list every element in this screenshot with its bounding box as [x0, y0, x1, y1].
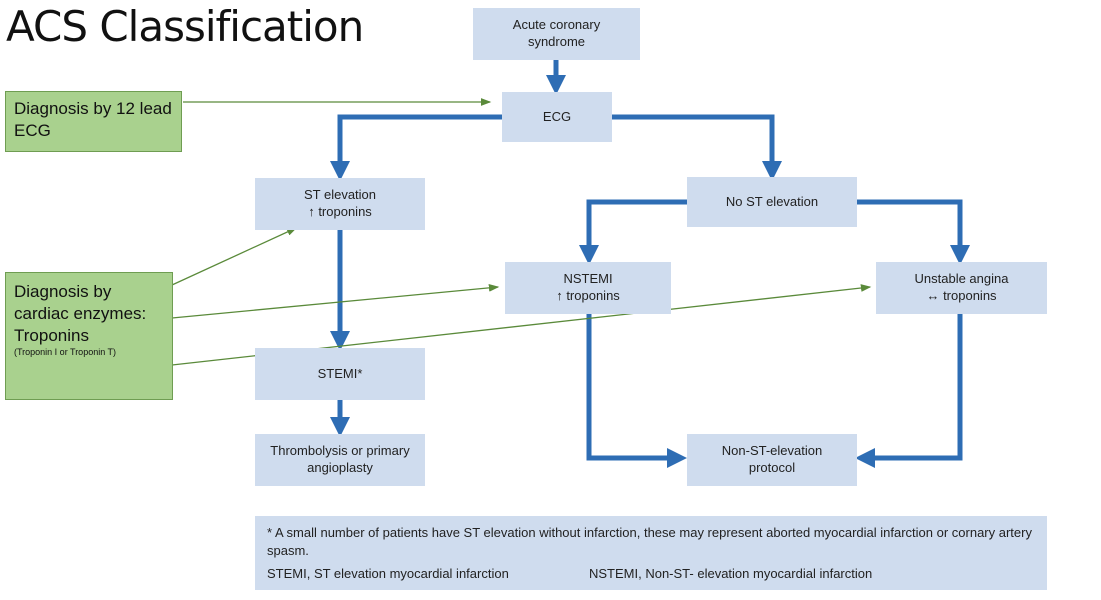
- arrow-nost-nstemi: [579, 199, 687, 265]
- page-title: ACS Classification: [6, 2, 364, 51]
- node-ecg: ECG: [502, 92, 612, 142]
- node-acute-coronary-syndrome: Acute coronary syndrome: [473, 8, 640, 60]
- node-nstemi: NSTEMI ↑ troponins: [505, 262, 671, 314]
- node-non-st-elevation-protocol: Non-ST-elevation protocol: [687, 434, 857, 486]
- note-ecg-diagnosis: Diagnosis by 12 lead ECG: [5, 91, 182, 152]
- node-thrombolysis: Thrombolysis or primary angioplasty: [255, 434, 425, 486]
- node-unstable-angina: Unstable angina ↔ troponins: [876, 262, 1047, 314]
- footnote-nstemi-definition: NSTEMI, Non-ST- elevation myocardial inf…: [589, 566, 873, 582]
- arrow-ua-protocol: [855, 314, 963, 468]
- note-line-st: [171, 227, 298, 286]
- arrow-ecg-nost: [612, 114, 782, 181]
- footnote-asterisk: * A small number of patients have ST ele…: [267, 525, 1032, 558]
- node-st-elevation: ST elevation ↑ troponins: [255, 178, 425, 230]
- footnote-stemi-definition: STEMI, ST elevation myocardial infarctio…: [267, 566, 509, 582]
- footnote-box: * A small number of patients have ST ele…: [255, 516, 1047, 590]
- arrow-ecg-st: [330, 114, 502, 181]
- node-stemi: STEMI*: [255, 348, 425, 400]
- note-enzyme-diagnosis: Diagnosis by cardiac enzymes: Troponins …: [5, 272, 173, 400]
- node-no-st-elevation: No ST elevation: [687, 177, 857, 227]
- arrow-nstemi-protocol: [586, 314, 687, 468]
- note-line-nstemi: [171, 283, 500, 319]
- arrow-nost-ua: [857, 199, 970, 265]
